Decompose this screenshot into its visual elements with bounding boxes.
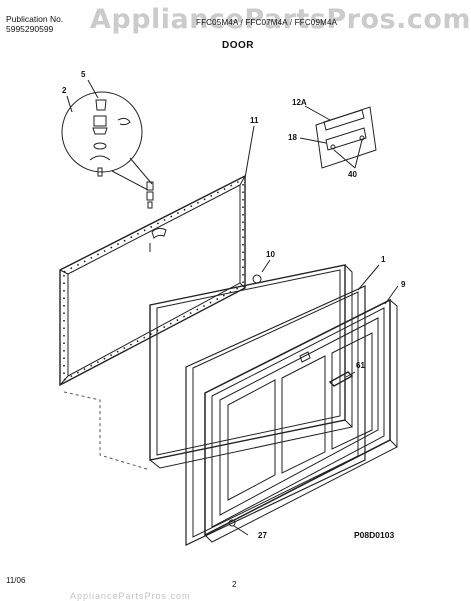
cabinet-outline (63, 391, 151, 471)
bottom-watermark: AppliancePartsPros.com (70, 591, 191, 601)
callout-1: 1 (381, 255, 386, 264)
door-outer-panel (149, 264, 354, 469)
callout-10: 10 (266, 250, 275, 259)
callout-5: 5 (81, 70, 86, 79)
diagram-code: P08D0103 (354, 530, 395, 540)
callout-12a: 12A (292, 98, 307, 107)
door-gasket (59, 174, 246, 387)
callout-61: 61 (356, 361, 365, 370)
callout-18: 18 (288, 133, 297, 142)
model-numbers: FFC05M4A / FFC07M4A / FFC09M4A (196, 18, 338, 27)
screw-part-27 (228, 519, 249, 536)
callout-9: 9 (401, 280, 406, 289)
hinge-assembly (146, 181, 167, 252)
publication-number: 5995290599 (6, 24, 54, 34)
screw-part-10 (252, 259, 271, 284)
watermark: AppliancePartsPros.com (90, 4, 471, 35)
handle-part-61 (299, 351, 356, 387)
callout-11: 11 (250, 116, 259, 125)
door-inner-panel (204, 285, 399, 543)
page-number: 2 (232, 580, 237, 589)
section-title: DOOR (222, 40, 254, 51)
hinge-detail-magnifier (61, 91, 153, 191)
light-bracket-detail (299, 105, 377, 169)
revision-date: 11/06 (6, 576, 26, 585)
callout-27: 27 (258, 531, 267, 540)
callout-2: 2 (62, 86, 67, 95)
callout-40: 40 (348, 170, 357, 179)
publication-label: Publication No. (6, 14, 64, 24)
